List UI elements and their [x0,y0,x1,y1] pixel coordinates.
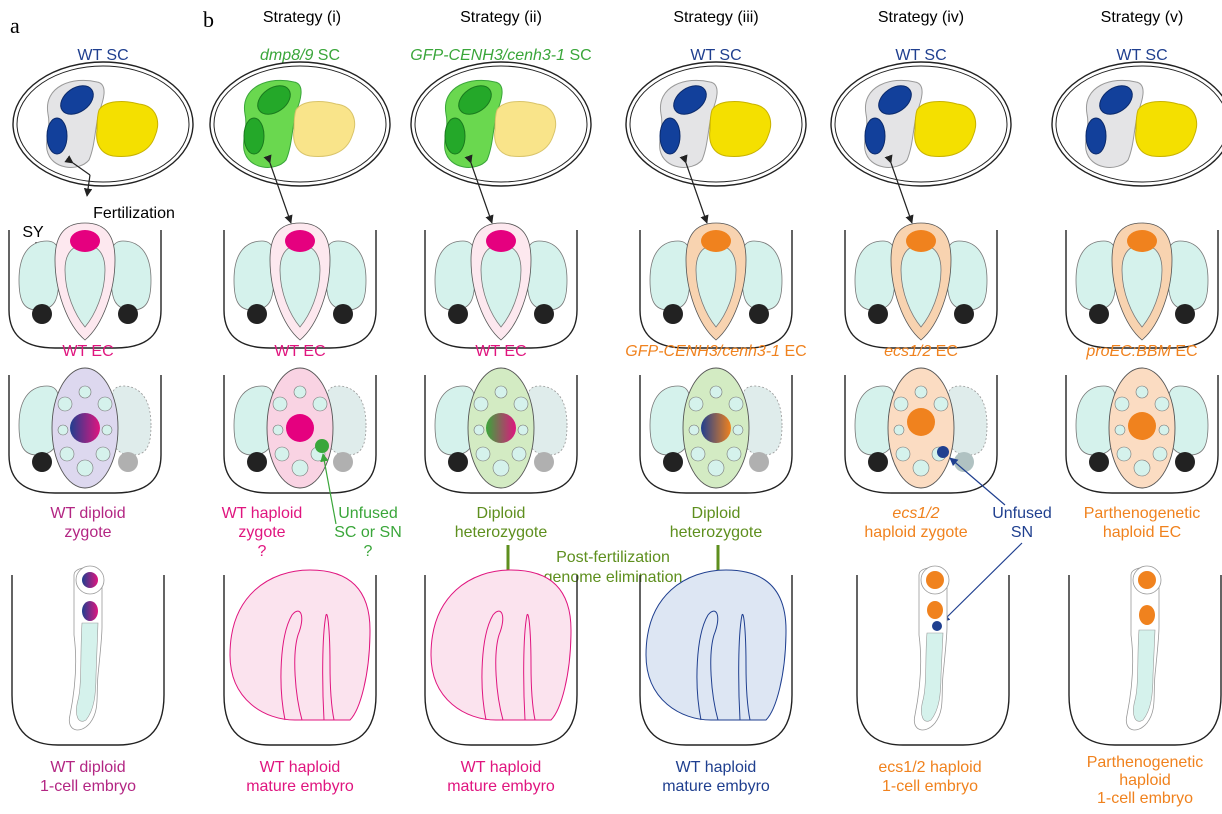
embryo-label: 1-cell embryo [882,778,978,795]
pollen-wt [13,62,193,186]
embryo-wt-diploid [12,566,164,745]
strategy-title: Strategy (i) [263,9,341,26]
zygote-row [9,368,1218,493]
zygote-diploid-hetero-iii [640,368,792,493]
egg-apparatus-orange [640,223,792,348]
sy-label: SY [22,224,44,241]
egg-labels: WT EC WT EC WT EC GFP-CENH3/cenh3-1 EC e… [62,343,1197,360]
pollen-grains [13,62,1222,186]
zygote-label: heterozygote [455,524,548,541]
post-fertilization-label: Post-fertilization [556,549,670,566]
embryo-label: ecs1/2 haploid [878,759,981,776]
zygote-label: haploid zygote [864,524,967,541]
strategy-title: Strategy (iii) [673,9,758,26]
pollen-wt [1052,62,1222,186]
strategy-title: Strategy (iv) [878,9,964,26]
zygote-diploid-hetero-ii [425,368,577,493]
sperm-labels: WT SC dmp8/9 SC GFP-CENH3/cenh3-1 SC WT … [77,47,1167,64]
egg-label: WT EC [274,343,325,360]
zygote-label: WT diploid [50,505,125,522]
zygote-label: haploid EC [1103,524,1181,541]
egg-label: proEC:BBM EC [1085,343,1197,360]
pollen-wt [831,62,1011,186]
zygote-label: ecs1/2 [892,505,939,522]
strategy-title: Strategy (ii) [460,9,542,26]
embryo-wt-haploid-iii [640,570,792,745]
strategy-title: Strategy (v) [1101,9,1184,26]
egg-apparatus-orange [845,223,997,348]
egg-label: WT EC [475,343,526,360]
zygote-label: Parthenogenetic [1084,505,1201,522]
zygote-label: Diploid [477,505,526,522]
egg-apparatus-wt [425,223,577,348]
embryo-row [12,566,1221,745]
embryo-label: mature embyro [246,778,354,795]
zygote-wt-diploid [9,368,161,493]
egg-apparatus-wt [224,223,376,348]
fertilization-label: Fertilization [93,205,175,222]
embryo-label: WT diploid [50,759,125,776]
panel-label-a: a [10,13,20,38]
pollen-wt [626,62,806,186]
zygote-ecs-haploid [845,368,997,493]
post-fertilization-label: genome elimination [544,569,683,586]
embryo-label: haploid [1119,772,1171,789]
unfused-sn-label: SN [1011,524,1033,541]
zygote-label: ? [258,543,267,560]
zygote-label: zygote [64,524,111,541]
unfused-sn-label: Unfused [992,505,1052,522]
unfused-sc-label: Unfused [338,505,398,522]
embryo-parthenogenetic [1069,566,1221,745]
embryo-wt-haploid-ii [425,570,577,745]
unfused-sc-label: SC or SN [334,524,402,541]
embryo-label: mature embyro [662,778,770,795]
egg-label: GFP-CENH3/cenh3-1 EC [625,343,806,360]
unfused-sn-arrow [942,543,1022,622]
pollen-dmp89 [210,62,390,186]
zygote-label: WT haploid [222,505,303,522]
pollen-gfp-cenh3 [411,62,591,186]
egg-apparatus-wt [9,223,161,348]
embryo-label: 1-cell embryo [1097,790,1193,807]
embryo-label: WT haploid [260,759,341,776]
embryo-label: WT haploid [461,759,542,776]
strategy-headers: Strategy (i) Strategy (ii) Strategy (iii… [263,9,1183,26]
zygote-parthenogenetic [1066,368,1218,493]
zygote-wt-haploid [224,368,376,493]
zygote-label: heterozygote [670,524,763,541]
embryo-ecs-haploid [857,566,1009,745]
embryo-wt-haploid-i [224,570,376,745]
embryo-label: mature embyro [447,778,555,795]
panel-label-b: b [203,7,214,32]
unfused-sc-label: ? [364,543,373,560]
zygote-label: zygote [238,524,285,541]
embryo-label: 1-cell embryo [40,778,136,795]
egg-apparatus-orange [1066,223,1218,348]
egg-label: WT EC [62,343,113,360]
zygote-label: Diploid [692,505,741,522]
egg-label: ecs1/2 EC [884,343,958,360]
egg-apparatus-row [9,223,1218,348]
embryo-label: Parthenogenetic [1087,754,1204,771]
embryo-labels: WT diploid 1-cell embryo WT haploid matu… [40,754,1203,807]
embryo-label: WT haploid [676,759,757,776]
